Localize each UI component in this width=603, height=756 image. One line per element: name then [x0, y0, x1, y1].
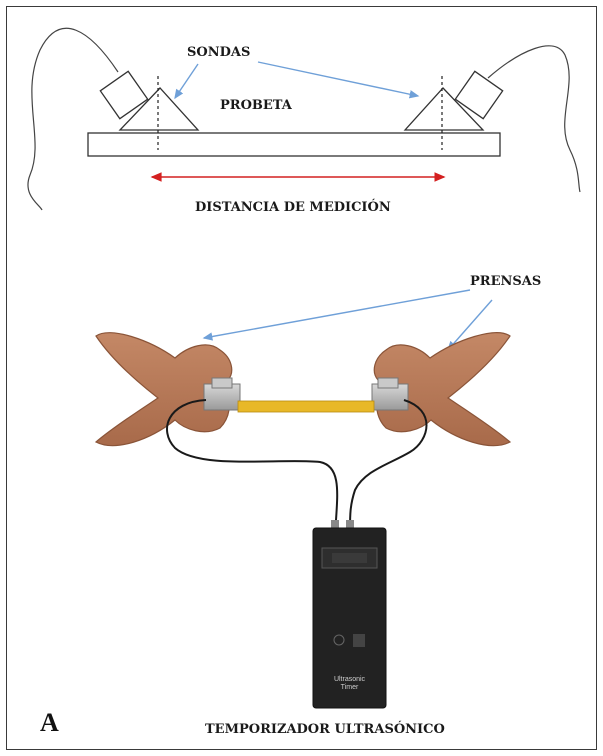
device-brand: Ultrasonic Timer: [318, 676, 381, 692]
cable-right-bottom: [349, 399, 428, 531]
probeta-bar: [87, 132, 501, 157]
probeta-label: PROBETA: [220, 98, 292, 113]
prensas-arrow-right: [447, 299, 493, 352]
device-power-icon: [333, 634, 345, 646]
cable-right-top: [487, 45, 581, 193]
panel-letter: A: [40, 708, 59, 737]
device-brand-line1: Ultrasonic: [333, 676, 366, 683]
probe-right: [403, 70, 504, 150]
clamp-right: [371, 332, 512, 447]
prensas-arrow-left: [202, 289, 471, 341]
distance-label: DISTANCIA DE MEDICIÓN: [195, 200, 391, 215]
sondas-arrow-right: [257, 61, 420, 99]
probe-left: [99, 70, 200, 150]
sondas-arrow-left: [174, 63, 199, 100]
figure-frame: [6, 6, 597, 750]
clamp-left: [94, 332, 241, 447]
ultrasonic-timer-device: [312, 520, 387, 709]
sondas-label: SONDAS: [187, 45, 251, 60]
temporizador-label: TEMPORIZADOR ULTRASÓNICO: [205, 722, 445, 737]
prensas-label: PRENSAS: [470, 274, 542, 289]
cable-left-bottom: [166, 399, 339, 530]
device-brand-line2: Timer: [340, 684, 359, 691]
specimen-yellow: [237, 400, 375, 413]
cable-left-top: [27, 27, 119, 211]
